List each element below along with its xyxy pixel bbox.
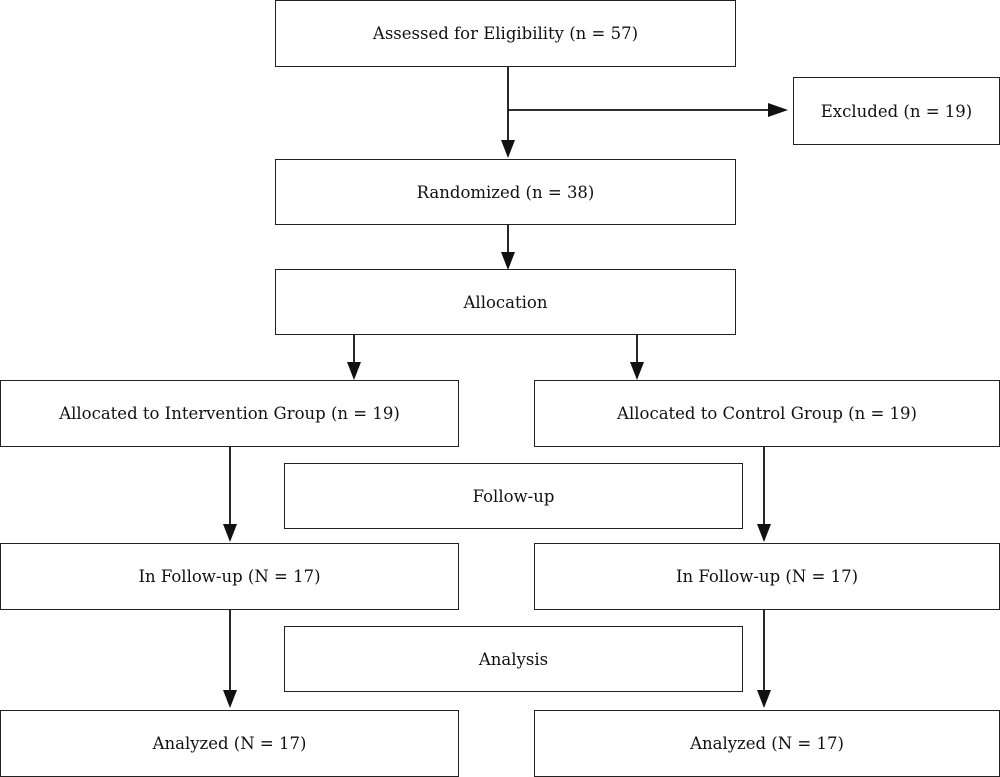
node-intervention-label: Allocated to Intervention Group (n = 19) (59, 404, 400, 423)
node-analysis-label-text: Analysis (478, 649, 549, 669)
node-control-label: Allocated to Control Group (n = 19) (617, 404, 917, 423)
node-followup-left-label: In Follow-up (N = 17) (138, 567, 321, 586)
node-analyzed-right-label: Analyzed (N = 17) (690, 734, 844, 753)
arrowhead-randomized (501, 140, 515, 158)
node-allocation: Allocation (275, 269, 736, 335)
arrowhead-analyzed-right (757, 690, 771, 708)
node-allocation-label: Allocation (463, 292, 548, 312)
node-excluded-label: Excluded (n = 19) (820, 101, 973, 121)
node-assessed-label: Assessed for Eligibility (n = 57) (372, 24, 639, 43)
node-control: Allocated to Control Group (n = 19) (534, 380, 1000, 447)
node-analysis-label: Analysis (284, 626, 743, 692)
arrowhead-intervention (347, 362, 361, 380)
arrowhead-allocation (501, 252, 515, 270)
arrowhead-control (630, 362, 644, 380)
arrowhead-analyzed-left (223, 690, 237, 708)
arrowhead-excluded (768, 103, 788, 117)
arrowhead-followup-right (757, 524, 771, 542)
node-assessed: Assessed for Eligibility (n = 57) (275, 0, 736, 67)
node-followup-label-text: Follow-up (472, 486, 555, 506)
node-analyzed-right: Analyzed (N = 17) (534, 710, 1000, 777)
node-followup-right-label: In Follow-up (N = 17) (675, 567, 859, 586)
node-randomized-label: Randomized (n = 38) (416, 182, 595, 202)
node-excluded: Excluded (n = 19) (793, 77, 1000, 145)
node-followup-label: Follow-up (284, 463, 743, 529)
node-followup-left: In Follow-up (N = 17) (0, 543, 459, 610)
node-analyzed-left-label: Analyzed (N = 17) (152, 734, 307, 753)
node-analyzed-left: Analyzed (N = 17) (0, 710, 459, 777)
node-followup-right: In Follow-up (N = 17) (534, 543, 1000, 610)
node-intervention: Allocated to Intervention Group (n = 19) (0, 380, 459, 447)
node-randomized: Randomized (n = 38) (275, 159, 736, 225)
arrowhead-followup-left (223, 524, 237, 542)
